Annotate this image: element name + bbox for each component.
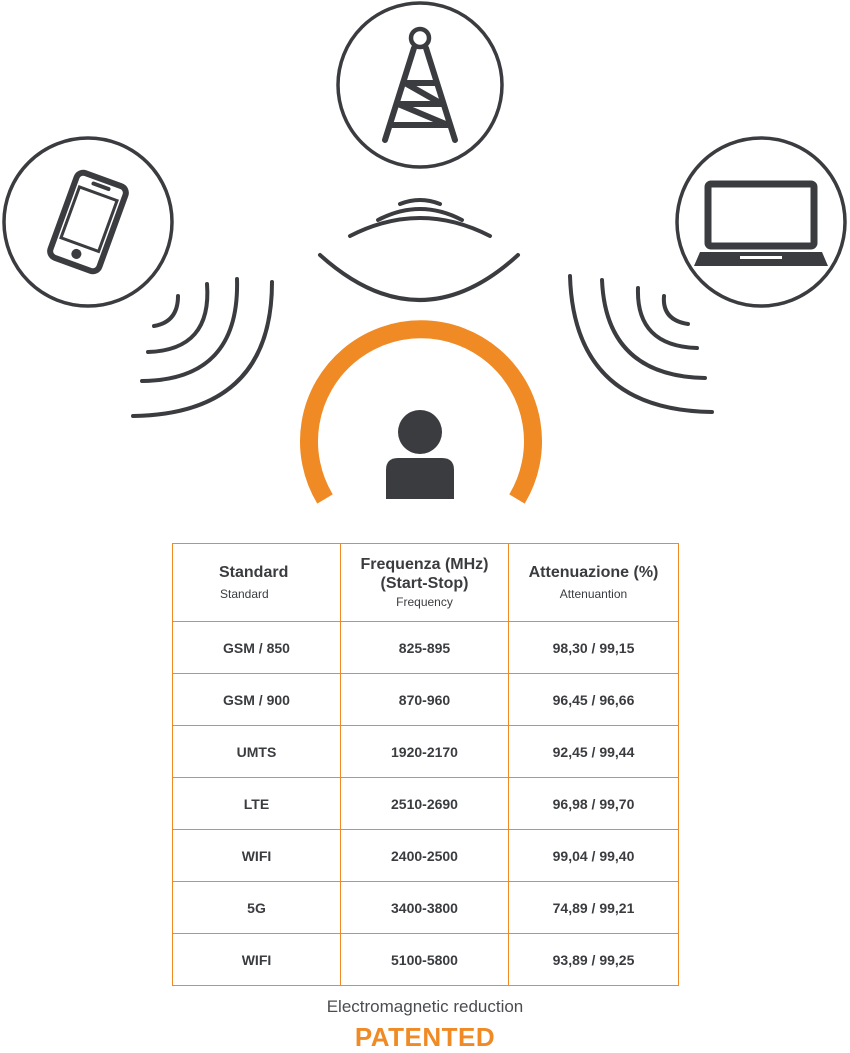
cell-frequency: 1920-2170 <box>340 725 509 778</box>
tower-circle <box>336 1 504 169</box>
cell-frequency: 2400-2500 <box>340 829 509 882</box>
smartphone-icon <box>47 169 129 275</box>
patented-badge: PATENTED <box>354 1022 496 1052</box>
cell-attenuation: 93,89 / 99,25 <box>508 933 679 986</box>
table-row: GSM / 850 825-895 98,30 / 99,15 <box>172 621 679 674</box>
cell-attenuation: 99,04 / 99,40 <box>508 829 679 882</box>
header-frequency-label: Frequenza (MHz) <box>360 556 489 573</box>
header-frequency-label-2: (Start-Stop) <box>380 575 469 592</box>
table-row: LTE 2510-2690 96,98 / 99,70 <box>172 777 679 830</box>
header-attenuation-sub: Attenuantion <box>559 587 628 601</box>
orange-shield-arc <box>300 320 542 504</box>
laptop-waves <box>568 274 714 414</box>
table-row: UMTS 1920-2170 92,45 / 99,44 <box>172 725 679 778</box>
cell-standard: UMTS <box>172 725 341 778</box>
cell-attenuation: 96,45 / 96,66 <box>508 673 679 726</box>
phone-circle <box>2 136 174 308</box>
footer-caption: Electromagnetic reduction <box>326 997 524 1016</box>
header-standard: Standard Standard <box>172 543 341 622</box>
table-header-row: Standard Standard Frequenza (MHz) (Start… <box>172 543 679 622</box>
cell-frequency: 2510-2690 <box>340 777 509 830</box>
cell-attenuation: 92,45 / 99,44 <box>508 725 679 778</box>
header-standard-label: Standard <box>219 564 289 581</box>
cell-frequency: 870-960 <box>340 673 509 726</box>
cell-standard: GSM / 900 <box>172 673 341 726</box>
laptop-circle <box>675 136 847 308</box>
tower-icon <box>382 26 458 143</box>
person-icon <box>386 410 454 499</box>
header-attenuation-label: Attenuazione (%) <box>528 564 659 581</box>
cell-attenuation: 74,89 / 99,21 <box>508 881 679 934</box>
cell-standard: WIFI <box>172 829 341 882</box>
header-attenuation: Attenuazione (%) Attenuantion <box>508 543 679 622</box>
table-row: WIFI 2400-2500 99,04 / 99,40 <box>172 829 679 882</box>
header-frequency-sub: Frequency <box>396 595 453 609</box>
phone-waves <box>131 277 274 418</box>
cell-standard: 5G <box>172 881 341 934</box>
table-row: GSM / 900 870-960 96,45 / 96,66 <box>172 673 679 726</box>
tower-waves <box>318 198 520 302</box>
cell-frequency: 3400-3800 <box>340 881 509 934</box>
cell-attenuation: 98,30 / 99,15 <box>508 621 679 674</box>
cell-standard: LTE <box>172 777 341 830</box>
cell-standard: WIFI <box>172 933 341 986</box>
table-row: 5G 3400-3800 74,89 / 99,21 <box>172 881 679 934</box>
header-standard-sub: Standard <box>220 587 269 601</box>
table-row: WIFI 5100-5800 93,89 / 99,25 <box>172 933 679 986</box>
cell-standard: GSM / 850 <box>172 621 341 674</box>
cell-attenuation: 96,98 / 99,70 <box>508 777 679 830</box>
cell-frequency: 825-895 <box>340 621 509 674</box>
signal-illustration <box>2 1 847 504</box>
cell-frequency: 5100-5800 <box>340 933 509 986</box>
laptop-icon <box>694 180 828 266</box>
header-frequency: Frequenza (MHz) (Start-Stop) Frequency <box>340 543 509 622</box>
attenuation-table: Standard Standard Frequenza (MHz) (Start… <box>172 543 679 986</box>
